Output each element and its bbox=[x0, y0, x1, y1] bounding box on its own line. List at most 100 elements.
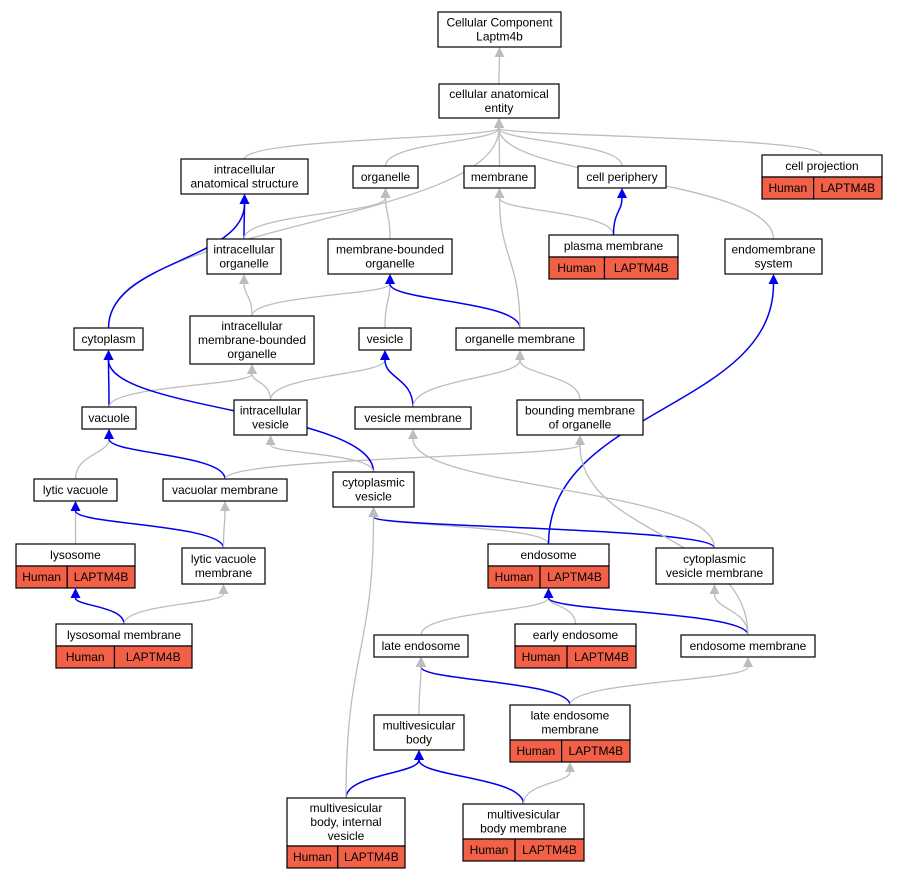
go-term-node-vacmem[interactable]: vacuolar membrane bbox=[162, 478, 288, 502]
node-box bbox=[206, 238, 282, 275]
gene-label: LAPTM4B bbox=[74, 570, 129, 584]
edge-line bbox=[569, 666, 749, 706]
is-a-edge-mvbiv-cytoves bbox=[345, 507, 379, 799]
edge-arrowhead bbox=[414, 750, 424, 760]
node-box bbox=[162, 478, 288, 502]
part-of-edge-mvbm-mvb bbox=[414, 750, 525, 805]
edge-line bbox=[123, 593, 225, 625]
species-label: Human bbox=[66, 650, 105, 664]
node-box bbox=[327, 238, 453, 275]
edge-arrowhead bbox=[265, 435, 276, 445]
species-label: Human bbox=[768, 181, 807, 195]
gene-label: LAPTM4B bbox=[344, 850, 399, 864]
gene-cell bbox=[603, 256, 679, 280]
is-a-edge-cvm-vesmem bbox=[408, 429, 716, 549]
species-label: Human bbox=[495, 570, 534, 584]
node-label: vacuolar membrane bbox=[172, 483, 278, 497]
node-label: system bbox=[754, 257, 792, 271]
node-label: organelle bbox=[361, 170, 411, 184]
go-term-node-vacuole[interactable]: vacuole bbox=[81, 406, 137, 430]
annotation-row[interactable]: Human LAPTM4B bbox=[487, 565, 610, 589]
is-a-edge-cytoves-intraves bbox=[265, 435, 375, 473]
edge-line bbox=[547, 597, 749, 636]
node-label: multivesicular bbox=[383, 719, 456, 733]
edge-line bbox=[498, 127, 623, 167]
edge-arrowhead bbox=[515, 350, 525, 360]
node-label: membrane-bounded bbox=[198, 333, 306, 347]
edge-line bbox=[498, 197, 615, 236]
node-label: endosome bbox=[520, 548, 576, 562]
go-term-node-lateendo[interactable]: late endosome bbox=[373, 634, 469, 658]
node-label: multivesicular bbox=[310, 801, 383, 815]
edge-arrowhead bbox=[103, 350, 114, 360]
go-term-node-endomembr[interactable]: endosome membrane bbox=[680, 634, 816, 658]
part-of-edge-vacmem-vacuole bbox=[104, 429, 226, 480]
edge-line bbox=[269, 444, 375, 473]
edge-line bbox=[345, 759, 420, 799]
go-term-node-vesmem[interactable]: vesicle membrane bbox=[354, 406, 472, 430]
edge-arrowhead bbox=[709, 584, 720, 594]
node-box bbox=[358, 327, 412, 351]
node-box bbox=[724, 238, 823, 275]
gene-cell bbox=[566, 645, 637, 669]
go-term-node-cellperiph[interactable]: cell periphery bbox=[577, 165, 667, 189]
node-box bbox=[233, 399, 308, 436]
annotation-row[interactable]: Human LAPTM4B bbox=[15, 565, 136, 589]
node-box bbox=[73, 327, 144, 351]
node-label: vesicle membrane bbox=[364, 411, 462, 425]
part-of-edge-lvm-lyticvac bbox=[70, 501, 225, 549]
node-label: cellular anatomical bbox=[449, 87, 548, 101]
node-box bbox=[680, 634, 816, 658]
go-term-node-lyticvac[interactable]: lytic vacuole bbox=[33, 478, 118, 502]
part-of-edge-endosome-endomem bbox=[547, 274, 779, 545]
node-label: endomembrane bbox=[731, 243, 815, 257]
go-term-node-vesicle[interactable]: vesicle bbox=[358, 327, 412, 351]
gene-label: LAPTM4B bbox=[522, 843, 577, 857]
is-a-edge-cellperiph-cae bbox=[494, 118, 623, 167]
gene-cell bbox=[812, 176, 883, 200]
go-term-node-membrane[interactable]: membrane bbox=[463, 165, 536, 189]
go-term-node-orgmem[interactable]: organelle membrane bbox=[455, 327, 585, 351]
is-a-edge-plasma-membrane bbox=[494, 188, 615, 236]
edge-arrowhead bbox=[543, 588, 554, 598]
is-a-edge-organelle-cae bbox=[384, 118, 504, 167]
go-term-node-organelle[interactable]: organelle bbox=[352, 165, 419, 189]
species-label: Human bbox=[22, 570, 61, 584]
gene-label: LAPTM4B bbox=[547, 570, 602, 584]
edge-line bbox=[384, 127, 500, 167]
go-term-node-cytoplasm[interactable]: cytoplasm bbox=[73, 327, 144, 351]
gene-cell bbox=[539, 565, 610, 589]
edge-arrowhead bbox=[768, 274, 779, 284]
is-a-edge-imbo-mbo bbox=[251, 274, 395, 317]
